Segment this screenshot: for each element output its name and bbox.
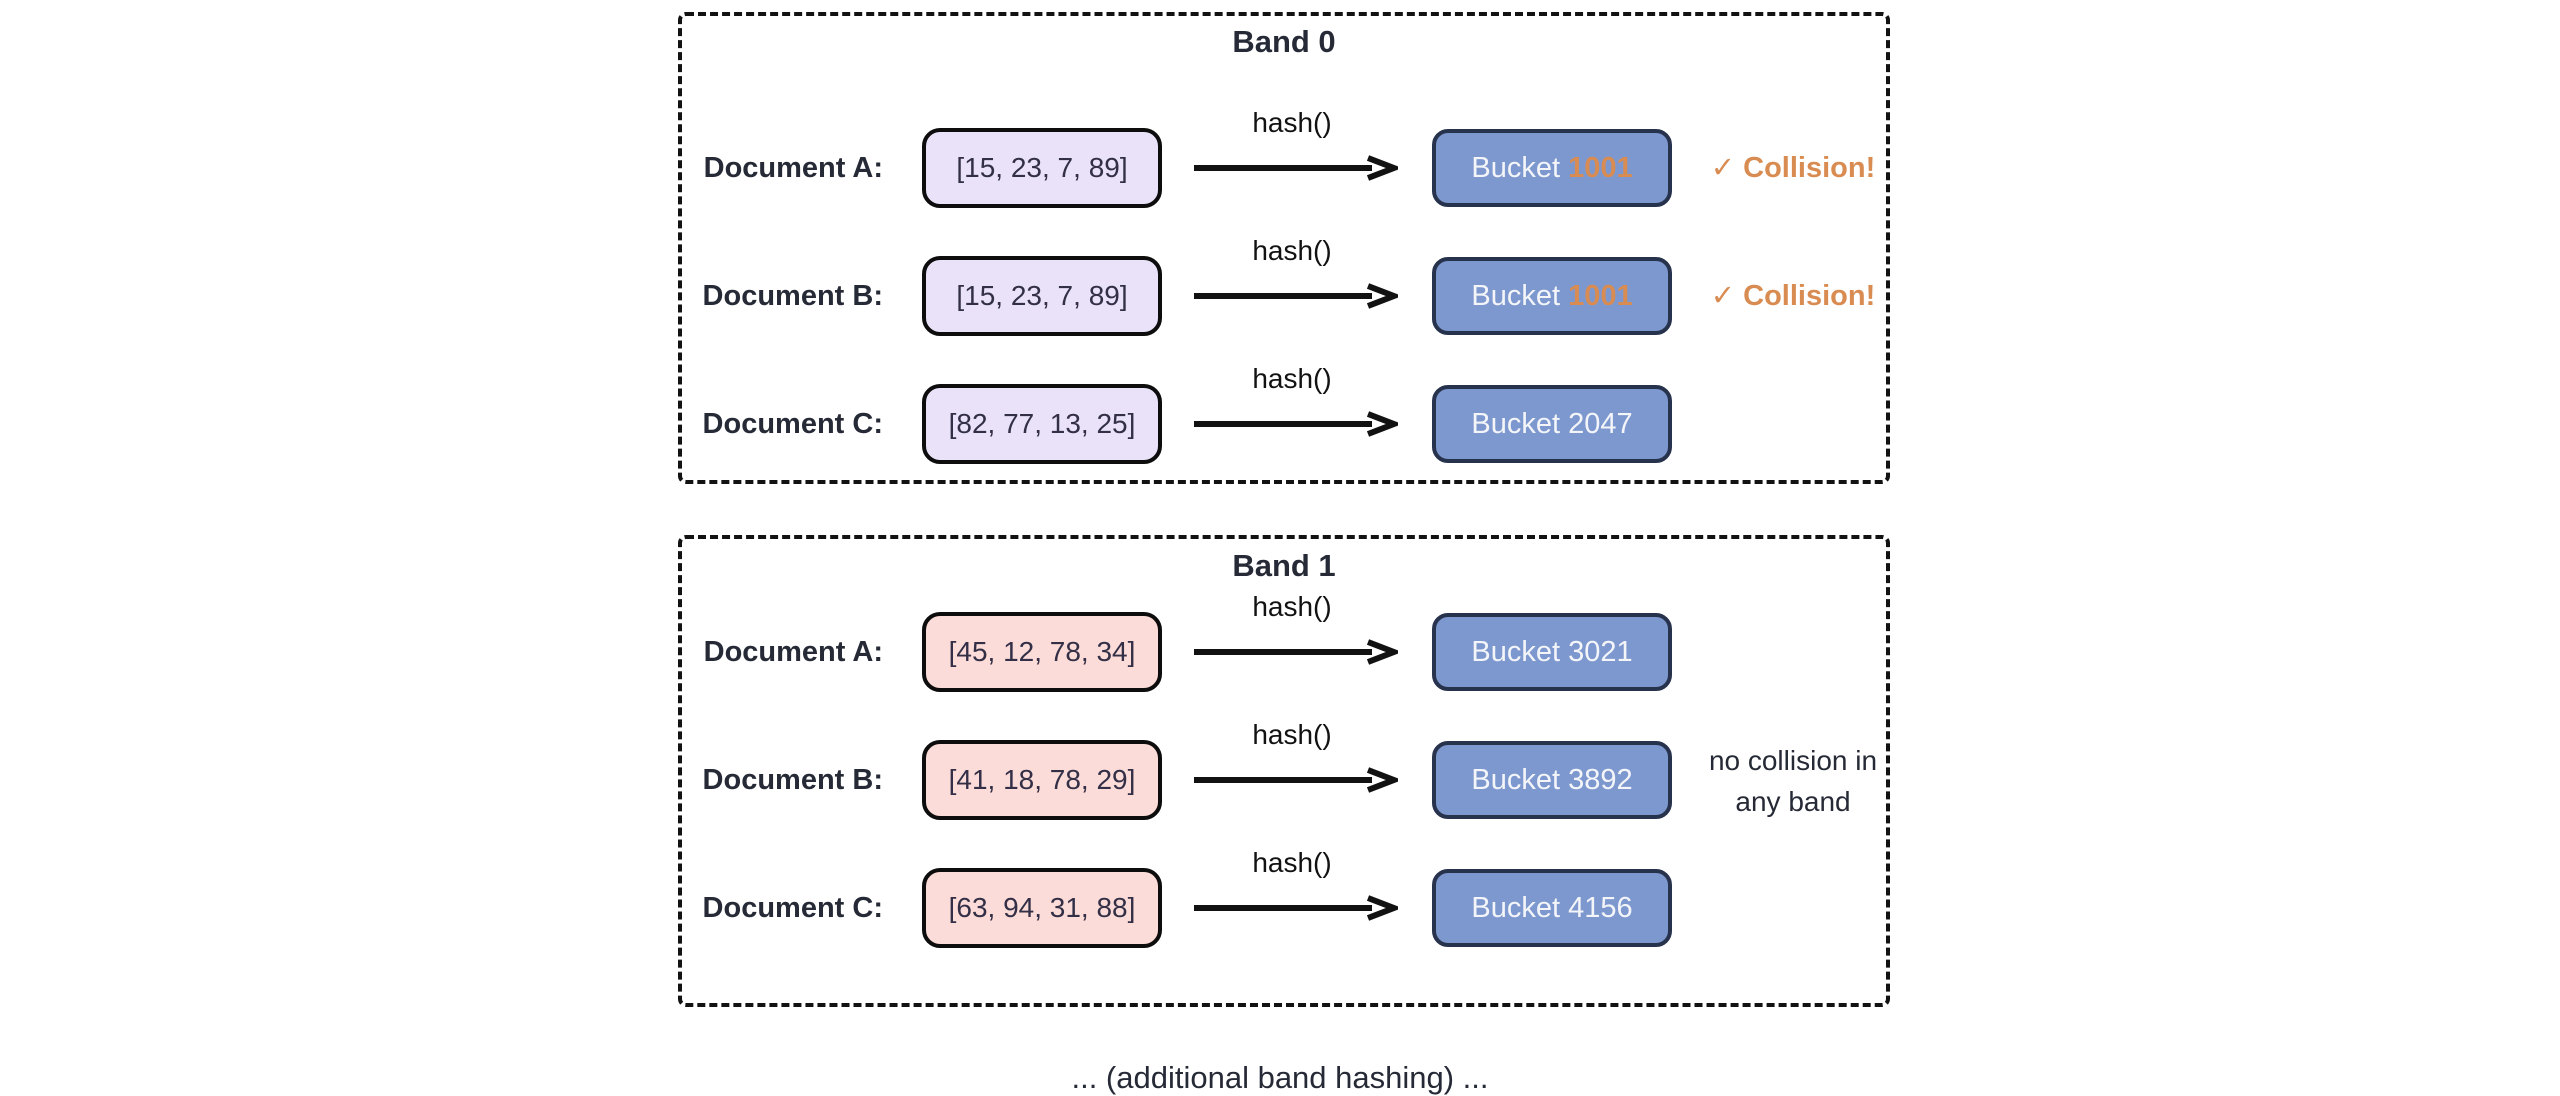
bucket-box: Bucket 3892 (1432, 741, 1672, 819)
bucket-word: Bucket (1471, 151, 1561, 184)
hash-function-label: hash() (1252, 235, 1332, 266)
hash-arrow-icon (1194, 895, 1398, 921)
bucket-box: Bucket 1001 (1432, 257, 1672, 335)
bucket-word: Bucket (1471, 407, 1561, 440)
hash-function-label: hash() (1252, 107, 1332, 138)
bucket-box: Bucket 1001 (1432, 129, 1672, 207)
collision-annotation: ✓ Collision! (1688, 148, 1898, 188)
hash-function-label: hash() (1252, 363, 1332, 394)
document-b-label: Document B: (702, 764, 883, 796)
collision-text: Collision! (1743, 280, 1876, 312)
hash-function-label: hash() (1252, 847, 1332, 878)
hash-function-label: hash() (1252, 591, 1332, 622)
hash-arrow-icon (1194, 283, 1398, 309)
bucket-box: Bucket 4156 (1432, 869, 1672, 947)
document-a-label: Document A: (703, 636, 883, 668)
band-0-container (678, 12, 1890, 484)
additional-bands-caption: ... (additional band hashing) ... (1071, 1060, 1489, 1095)
bucket-word: Bucket (1471, 763, 1561, 796)
collision-annotation: ✓ Collision! (1688, 276, 1898, 316)
bucket-word: Bucket (1471, 635, 1561, 668)
band-1-container (678, 535, 1890, 1007)
document-b-label: Document B: (702, 280, 883, 312)
bucket-number: 2047 (1568, 407, 1633, 440)
band-0-title: Band 0 (1232, 24, 1336, 59)
signature-box: [63, 94, 31, 88] (922, 868, 1162, 948)
collision-text: Collision! (1743, 152, 1876, 184)
bucket-word: Bucket (1471, 891, 1561, 924)
hash-arrow-icon (1194, 767, 1398, 793)
signature-box: [15, 23, 7, 89] (922, 256, 1162, 336)
hash-arrow-icon (1194, 639, 1398, 665)
signature-box: [15, 23, 7, 89] (922, 128, 1162, 208)
bucket-number: 1001 (1568, 279, 1633, 312)
hash-arrow-icon (1194, 155, 1398, 181)
signature-box: [45, 12, 78, 34] (922, 612, 1162, 692)
document-a-label: Document A: (703, 152, 883, 184)
bucket-word: Bucket (1471, 279, 1561, 312)
signature-box: [41, 18, 78, 29] (922, 740, 1162, 820)
no-collision-note: no collision in any band (1688, 740, 1898, 822)
band-1-title: Band 1 (1232, 548, 1336, 583)
bucket-number: 1001 (1568, 151, 1633, 184)
checkmark-icon: ✓ (1710, 152, 1736, 184)
no-collision-note-line2: any band (1735, 786, 1851, 817)
hash-function-label: hash() (1252, 719, 1332, 750)
signature-box: [82, 77, 13, 25] (922, 384, 1162, 464)
checkmark-icon: ✓ (1710, 280, 1736, 312)
bucket-number: 4156 (1568, 891, 1633, 924)
document-c-label: Document C: (702, 892, 883, 924)
bucket-box: Bucket 3021 (1432, 613, 1672, 691)
hash-arrow-icon (1194, 411, 1398, 437)
no-collision-note-line1: no collision in (1708, 745, 1878, 776)
bucket-number: 3892 (1568, 763, 1633, 796)
document-c-label: Document C: (702, 408, 883, 440)
bucket-box: Bucket 2047 (1432, 385, 1672, 463)
bucket-number: 3021 (1568, 635, 1633, 668)
